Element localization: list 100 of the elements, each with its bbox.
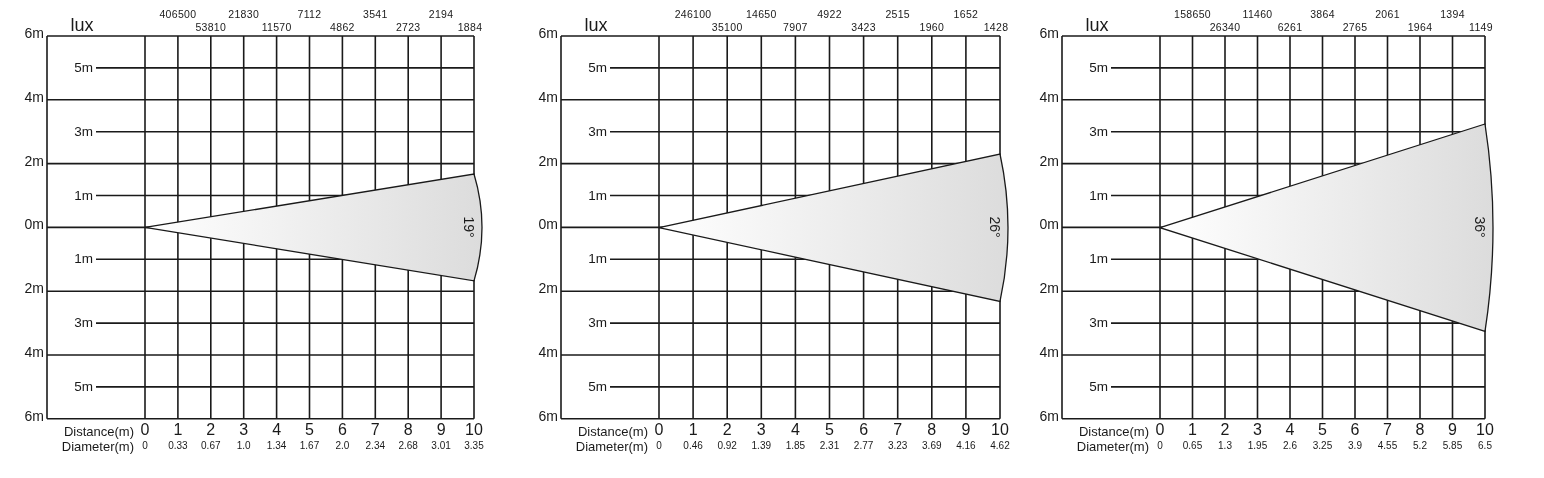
lux-value: 7112: [297, 8, 322, 20]
distance-tick-label: 3: [1253, 422, 1262, 438]
lux-value: 6261: [1277, 21, 1303, 33]
axis-label: 5m: [1089, 380, 1108, 394]
distance-tick-label: 5: [1318, 422, 1327, 438]
axis-label: 1m: [74, 188, 93, 203]
axis-label: 0m: [1039, 217, 1059, 232]
axis-title: Diameter(m): [575, 439, 648, 453]
beam-angle-label: 26°: [988, 216, 1002, 238]
lux-value: 406500: [159, 8, 197, 20]
axis-label: 2m: [538, 153, 558, 168]
distance-tick-label: 9: [1448, 422, 1457, 438]
diameter-tick-label: 3.01: [431, 441, 451, 451]
distance-tick-label: 3: [239, 422, 249, 438]
distance-tick-label: 6: [859, 422, 869, 438]
diameter-tick-label: 0.65: [1182, 441, 1203, 451]
axis-title: Distance(m): [1078, 424, 1149, 438]
axis-label: 1m: [1089, 252, 1108, 267]
lux-value: 2723: [395, 21, 421, 33]
lux-value: 2765: [1342, 21, 1368, 33]
diameter-tick-label: 6.5: [1478, 441, 1492, 451]
axis-label: 4m: [538, 89, 558, 104]
diameter-tick-label: 5.2: [1413, 441, 1427, 451]
distance-tick-label: 2: [722, 422, 732, 438]
unit-label: lux: [1085, 16, 1109, 34]
lux-value: 1652: [953, 8, 979, 20]
axis-label: 5m: [1089, 61, 1108, 75]
axis-label: 3m: [1089, 316, 1108, 330]
distance-tick-label: 2: [206, 422, 216, 438]
axis-title: Distance(m): [63, 424, 134, 438]
axis-label: 5m: [588, 380, 607, 394]
axis-label: 0m: [538, 217, 558, 232]
distance-tick-label: 8: [927, 422, 937, 438]
axis-label: 1m: [1089, 188, 1108, 203]
diameter-tick-label: 0.46: [683, 441, 703, 451]
lux-value: 3864: [1310, 8, 1335, 20]
axis-label: 6m: [24, 26, 44, 40]
diameter-tick-label: 3.35: [464, 441, 484, 451]
lux-value: 53810: [195, 21, 227, 33]
unit-label: lux: [70, 16, 94, 34]
axis-label: 2m: [24, 281, 44, 296]
axis-title: Distance(m): [577, 424, 648, 438]
diameter-tick-label: 1.39: [751, 441, 772, 451]
axis-label: 1m: [588, 252, 607, 267]
diameter-tick-label: 4.55: [1377, 441, 1398, 451]
axis-label: 3m: [1089, 124, 1108, 139]
lux-value: 2515: [885, 8, 910, 20]
lux-value: 2194: [428, 8, 454, 20]
lux-value: 21830: [228, 8, 260, 20]
axis-label: 2m: [538, 281, 558, 296]
distance-tick-label: 4: [272, 422, 282, 438]
distance-tick-label: 1: [1188, 422, 1197, 438]
lux-value: 26340: [1209, 21, 1241, 33]
diameter-tick-label: 1.34: [266, 441, 287, 451]
axis-label: 2m: [1039, 281, 1059, 296]
distance-tick-label: 6: [337, 422, 347, 438]
lux-value: 3541: [363, 8, 388, 20]
distance-tick-label: 4: [1285, 422, 1295, 438]
distance-tick-label: 10: [465, 422, 483, 438]
diameter-tick-label: 2.77: [853, 441, 874, 451]
distance-tick-label: 10: [1476, 422, 1494, 438]
lux-value: 3423: [851, 21, 876, 33]
axis-title: Diameter(m): [1076, 439, 1149, 453]
beam-cone: [145, 173, 482, 281]
lux-value: 1964: [1407, 21, 1433, 33]
diameter-tick-label: 1.67: [299, 441, 320, 451]
distance-tick-label: 7: [893, 422, 903, 438]
beam-cone: [1160, 123, 1493, 332]
axis-label: 5m: [74, 380, 93, 394]
lux-value: 1960: [919, 21, 945, 33]
diameter-tick-label: 1.85: [785, 441, 806, 451]
lux-value: 1394: [1440, 8, 1465, 20]
axis-label: 3m: [588, 124, 607, 139]
lux-value: 11460: [1242, 8, 1273, 20]
distance-tick-label: 8: [403, 422, 413, 438]
axis-title: Diameter(m): [61, 439, 134, 453]
diameter-tick-label: 1.95: [1247, 441, 1268, 451]
diameter-tick-label: 3.69: [922, 441, 942, 451]
axis-label: 0m: [24, 217, 44, 232]
axis-label: 3m: [74, 124, 93, 139]
diameter-tick-label: 0: [142, 441, 148, 451]
axis-label: 4m: [24, 89, 44, 104]
diameter-tick-label: 0.33: [168, 441, 188, 451]
axis-label: 4m: [1039, 345, 1059, 359]
distance-tick-label: 10: [991, 422, 1009, 438]
axis-label: 5m: [74, 61, 93, 75]
lux-value: 7907: [783, 21, 808, 33]
axis-label: 6m: [24, 408, 44, 423]
unit-label: lux: [584, 16, 608, 34]
beam-cone: [659, 153, 1008, 302]
distance-tick-label: 5: [305, 422, 314, 438]
diameter-tick-label: 4.62: [990, 441, 1010, 451]
distance-tick-label: 0: [140, 422, 150, 438]
diameter-tick-label: 2.34: [365, 441, 386, 451]
distance-tick-label: 3: [756, 422, 766, 438]
beam-angle-label: 36°: [1473, 216, 1487, 238]
distance-tick-label: 7: [1383, 422, 1392, 438]
diameter-tick-label: 2.0: [335, 441, 350, 451]
diameter-tick-label: 0.92: [717, 441, 737, 451]
axis-label: 2m: [1039, 153, 1059, 168]
